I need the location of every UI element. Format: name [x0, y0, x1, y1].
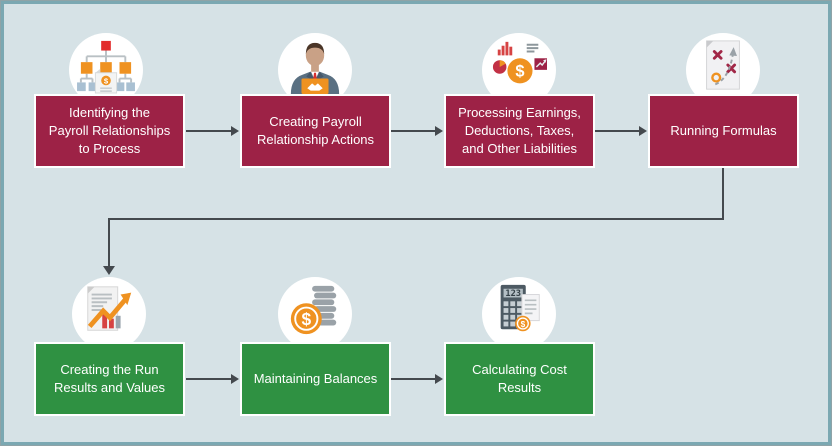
- dollar-glyph: $: [515, 63, 524, 81]
- step-label: Creating the Run Results and Values: [53, 362, 166, 395]
- step-box-identifying-payroll-relationships: Identifying the Payroll Relationships to…: [34, 94, 185, 168]
- arrow-step2-step3: [391, 130, 435, 132]
- arrow-step1-step2: [186, 130, 231, 132]
- org-chart-icon: $: [77, 40, 135, 94]
- strategy-plan-icon: [706, 40, 740, 90]
- finance-charts-icon: $: [492, 41, 547, 84]
- dollar-glyph: $: [104, 76, 109, 85]
- arrow-step4-step5-segment-across: [108, 218, 724, 220]
- step-label: Running Formulas: [670, 123, 777, 139]
- arrow-step3-step4: [595, 130, 639, 132]
- step-box-creating-run-results: Creating the Run Results and Values: [34, 342, 185, 416]
- arrow-step5-step6: [186, 378, 231, 380]
- dollar-glyph: $: [301, 309, 311, 329]
- businessman-icon: [290, 42, 340, 94]
- step-label: Creating Payroll Relationship Actions: [256, 114, 375, 147]
- arrowhead-right-icon: [639, 126, 647, 136]
- arrow-step4-step5-segment-drop: [108, 218, 110, 266]
- arrowhead-right-icon: [231, 374, 239, 384]
- step-box-calculating-cost-results: Calculating Cost Results: [444, 342, 595, 416]
- calculator-display: 123: [505, 289, 521, 299]
- step-label: Calculating Cost Results: [472, 362, 567, 395]
- step-box-processing-earnings-deductions: Processing Earnings, Deductions, Taxes, …: [444, 94, 595, 168]
- calculator-icon: 123 $: [500, 284, 540, 332]
- arrow-step6-step7: [391, 378, 435, 380]
- step-box-maintaining-balances: Maintaining Balances: [240, 342, 391, 416]
- step-label: Processing Earnings, Deductions, Taxes, …: [458, 105, 581, 156]
- arrowhead-right-icon: [435, 126, 443, 136]
- step-label: Maintaining Balances: [253, 371, 378, 387]
- step6-icon-circle: $: [278, 277, 352, 351]
- report-growth-icon: [87, 286, 132, 331]
- dollar-glyph: $: [521, 320, 526, 329]
- arrowhead-down-icon: [103, 266, 115, 275]
- step5-icon-circle: [72, 277, 146, 351]
- step-box-running-formulas: Running Formulas: [648, 94, 799, 168]
- arrow-step4-step5-segment-down: [722, 168, 724, 219]
- arrowhead-right-icon: [231, 126, 239, 136]
- arrowhead-right-icon: [435, 374, 443, 384]
- coin-stack-icon: $: [290, 285, 337, 335]
- step-label: Identifying the Payroll Relationships to…: [48, 105, 171, 156]
- step7-icon-circle: 123 $: [482, 277, 556, 351]
- step-box-creating-payroll-relationship-actions: Creating Payroll Relationship Actions: [240, 94, 391, 168]
